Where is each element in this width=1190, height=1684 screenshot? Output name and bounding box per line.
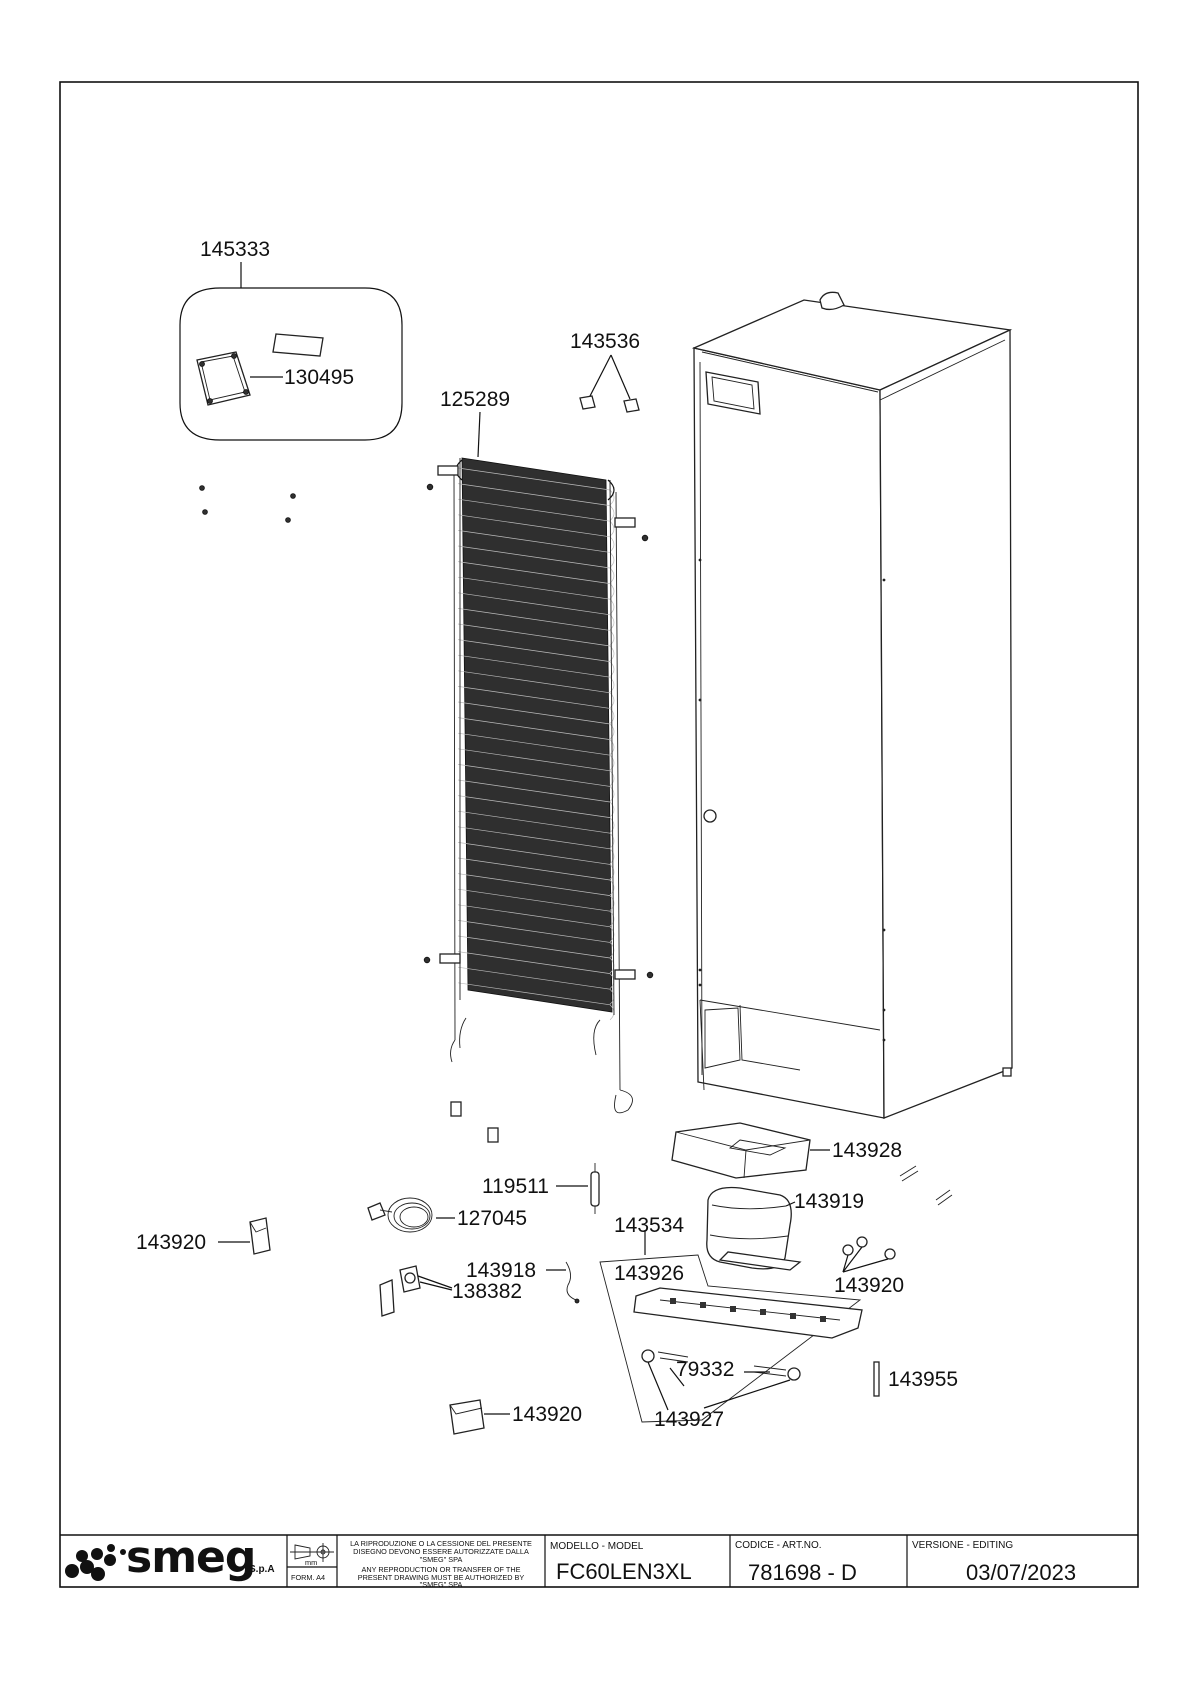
cover-143920-a	[218, 1217, 271, 1255]
part-label: 125289	[440, 388, 510, 411]
version-value: 03/07/2023	[966, 1560, 1076, 1585]
condenser-125289	[423, 411, 654, 1143]
coil-tube-line	[457, 576, 615, 615]
format-label: FORM. A4	[291, 1573, 325, 1582]
part-label: 127045	[457, 1207, 527, 1230]
loose-screws	[199, 485, 296, 523]
title-block: smeg S.p.A mm FORM. A4 LA RIPRODUZIONE O…	[60, 1532, 1138, 1589]
coil-tube-line	[457, 842, 615, 880]
mounting-plate-143926	[599, 1230, 863, 1423]
detail-bubble-145333	[179, 262, 403, 441]
svg-text:ANY REPRODUCTION OR TRANSFER O: ANY REPRODUCTION OR TRANSFER OF THE	[362, 1565, 521, 1574]
part-label: 143534	[614, 1214, 684, 1237]
svg-text:PRESENT DRAWING MUST BE AUTHOR: PRESENT DRAWING MUST BE AUTHORIZED BY	[358, 1573, 525, 1582]
coil-tube-line	[457, 717, 615, 755]
compressor-143919	[706, 1186, 802, 1271]
box-143920-c	[449, 1399, 510, 1435]
sensor-143918	[546, 1261, 580, 1304]
coil-tube-line	[457, 701, 615, 740]
coil-tube-line	[457, 873, 615, 911]
part-label: 143920	[136, 1231, 206, 1254]
cabinet-body	[691, 291, 1013, 1119]
part-label: 143920	[834, 1274, 904, 1297]
svg-text:"SMEG" SPA: "SMEG" SPA	[420, 1580, 463, 1589]
part-label: 143536	[570, 330, 640, 353]
svg-text:smeg: smeg	[126, 1532, 255, 1583]
coil-tube-line	[457, 561, 615, 599]
version-caption: VERSIONE - EDITING	[912, 1540, 1013, 1551]
reproduction-notice: LA RIPRODUZIONE O LA CESSIONE DEL PRESEN…	[350, 1539, 532, 1589]
part-label: 79332	[676, 1358, 734, 1381]
part-label: 143928	[832, 1139, 902, 1162]
part-label: 145333	[200, 238, 270, 261]
smeg-logo: smeg S.p.A	[65, 1532, 275, 1583]
power-cable-127045	[367, 1197, 455, 1233]
svg-text:LA RIPRODUZIONE O LA CESSIONE: LA RIPRODUZIONE O LA CESSIONE DEL PRESEN…	[350, 1539, 532, 1548]
part-label: 143919	[794, 1190, 864, 1213]
model-value: FC60LEN3XL	[556, 1559, 692, 1584]
part-label: 143927	[654, 1408, 724, 1431]
coil-tube-line	[457, 888, 615, 927]
clips-near-tray	[899, 1165, 953, 1206]
coil-tube-line	[457, 810, 615, 849]
coil-tube-line	[457, 826, 615, 865]
model-caption: MODELLO - MODEL	[550, 1541, 644, 1552]
filter-drier-119511	[556, 1163, 600, 1214]
thermostat-143920-b	[379, 1265, 453, 1317]
coil-tube-line	[457, 748, 615, 787]
coil-tube-line	[457, 795, 615, 833]
svg-text:DISEGNO DEVONO ESSERE AUTORIZZ: DISEGNO DEVONO ESSERE AUTORIZZATE DALLA	[353, 1547, 529, 1556]
rod-143955	[873, 1361, 880, 1397]
coil-tube-line	[457, 530, 615, 568]
part-label: 138382	[452, 1280, 522, 1303]
part-label: 143920	[512, 1403, 582, 1426]
coil-tube-line	[457, 545, 615, 584]
drip-tray-143928	[671, 1122, 830, 1179]
svg-text:"SMEG" SPA: "SMEG" SPA	[420, 1555, 463, 1564]
coil-tube-line	[457, 904, 615, 943]
part-label: 143918	[466, 1259, 536, 1282]
projection-symbol-icon	[290, 1543, 334, 1562]
coil-tube-line	[457, 732, 615, 771]
coil-tube-line	[457, 779, 615, 818]
clips-143536	[579, 354, 640, 413]
drawing-frame	[59, 81, 1139, 1588]
svg-text:S.p.A: S.p.A	[249, 1564, 275, 1575]
unit-label: mm	[305, 1558, 317, 1567]
coil-tube-line	[457, 764, 615, 802]
part-label: 119511	[482, 1175, 549, 1198]
part-label: 130495	[284, 366, 354, 389]
grommets-138382	[842, 1236, 896, 1273]
coil-tube-line	[457, 857, 615, 896]
part-label: 143955	[888, 1368, 958, 1391]
code-value: 781698 - D	[748, 1560, 857, 1585]
part-label: 143926	[614, 1262, 684, 1285]
code-caption: CODICE - ART.NO.	[735, 1540, 822, 1551]
